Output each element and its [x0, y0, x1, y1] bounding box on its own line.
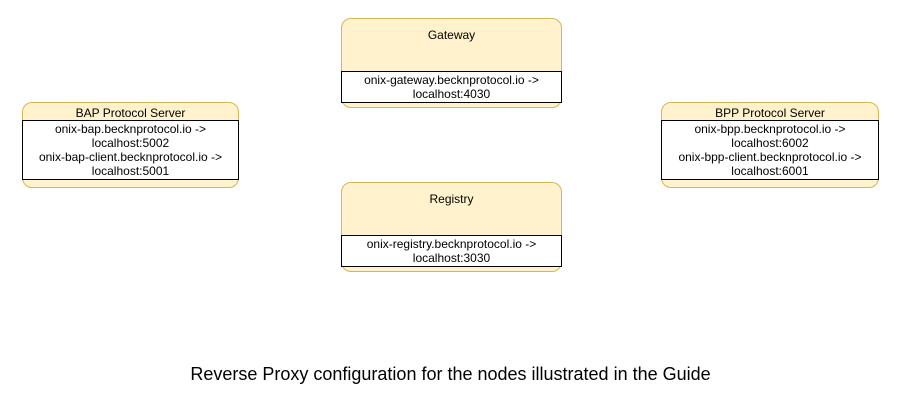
node-bap-protocol-server: BAP Protocol Server onix-bap.becknprotoc…: [22, 102, 239, 188]
mapping-entry: onix-registry.becknprotocol.io -> localh…: [366, 237, 537, 265]
mapping-entry: onix-bap-client.becknprotocol.io -> loca…: [38, 150, 223, 178]
diagram-caption: Reverse Proxy configuration for the node…: [190, 364, 711, 384]
node-bpp-title: BPP Protocol Server: [715, 106, 825, 120]
node-bap-title: BAP Protocol Server: [75, 106, 186, 120]
node-gateway-title: Gateway: [427, 28, 476, 42]
node-bpp-protocol-server: BPP Protocol Server onix-bpp.becknprotoc…: [661, 102, 879, 188]
mapping-entry: onix-bpp-client.becknprotocol.io -> loca…: [678, 150, 862, 178]
node-gateway-mapping-box: onix-gateway.becknprotocol.io -> localho…: [341, 71, 562, 103]
node-registry-mapping-box: onix-registry.becknprotocol.io -> localh…: [341, 235, 562, 267]
mapping-entry: onix-bpp.becknprotocol.io -> localhost:6…: [694, 122, 846, 150]
node-gateway: Gateway onix-gateway.becknprotocol.io ->…: [341, 18, 562, 108]
node-registry: Registry onix-registry.becknprotocol.io …: [341, 182, 562, 272]
node-bap-mapping-box: onix-bap.becknprotocol.io -> localhost:5…: [22, 120, 239, 180]
node-registry-title: Registry: [429, 192, 474, 206]
mapping-entry: onix-gateway.becknprotocol.io -> localho…: [364, 73, 539, 101]
mapping-entry: onix-bap.becknprotocol.io -> localhost:5…: [54, 122, 207, 150]
node-bpp-mapping-box: onix-bpp.becknprotocol.io -> localhost:6…: [661, 120, 879, 180]
